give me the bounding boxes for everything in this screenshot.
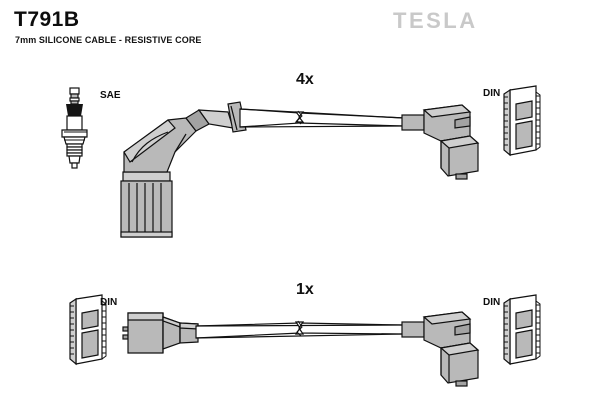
spark-plug-boot-neck [123,117,197,173]
tesla-brand-logo: TESLA [393,8,478,33]
spark-plug-boot-body [120,171,173,238]
cable-break-symbol-bottom [294,320,305,337]
sae-label: SAE [100,90,121,101]
part-description: 7mm SILICONE CABLE - RESISTIVE CORE [15,35,202,45]
distributor-connector-bottom [401,311,480,387]
din-label-bottom-left: DIN [100,297,118,308]
quantity-label-4x: 4x [296,71,314,88]
din-terminal-icon-bottom-left [69,294,107,366]
cable-break-symbol-top [294,110,305,125]
coil-connector-bottom-left [122,312,199,354]
din-label-top-right: DIN [483,88,501,99]
spark-plug-icon [61,87,88,169]
din-terminal-icon-top [503,85,541,157]
distributor-connector-top [401,104,480,180]
cable-bottom [195,320,405,339]
din-terminal-icon-bottom-right [503,294,541,366]
page-title: T791B [14,8,80,31]
boot-collar-ring [185,101,247,133]
cable-top [239,108,405,128]
din-label-bottom-right: DIN [483,297,501,308]
quantity-label-1x: 1x [296,281,314,298]
